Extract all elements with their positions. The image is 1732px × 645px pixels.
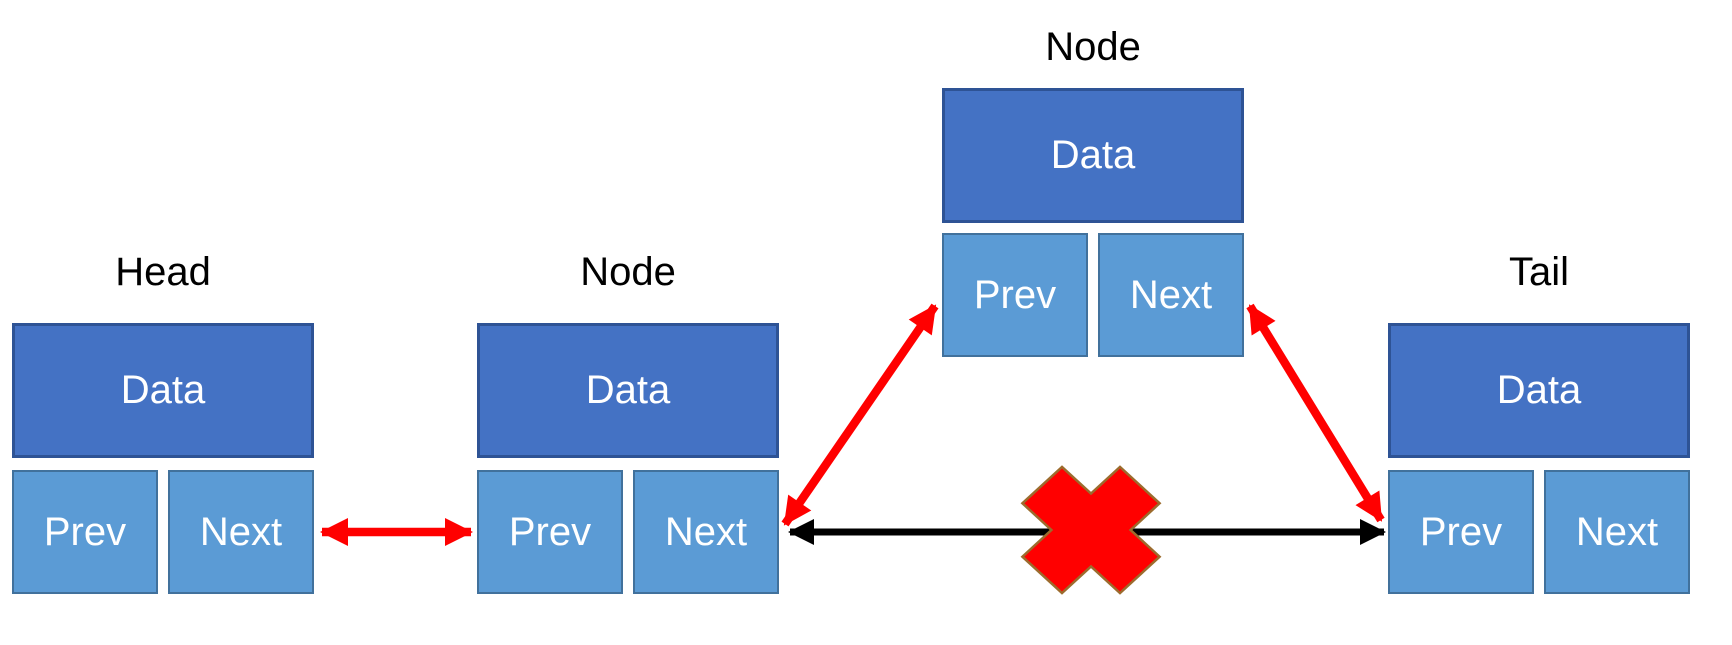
prev-box: Prev bbox=[1388, 470, 1534, 594]
data-box: Data bbox=[12, 323, 314, 458]
data-box: Data bbox=[477, 323, 779, 458]
node-title: Node bbox=[580, 250, 676, 294]
new-link-arrow-inserted-to-tail bbox=[1246, 303, 1385, 523]
node-title: Node bbox=[1045, 25, 1141, 69]
prev-box: Prev bbox=[942, 233, 1088, 357]
prev-box: Prev bbox=[477, 470, 623, 594]
node-title: Head bbox=[115, 250, 211, 294]
new-link-arrow-node-to-inserted bbox=[781, 303, 939, 527]
broken-link-x-icon bbox=[1020, 465, 1162, 595]
next-box: Next bbox=[1544, 470, 1690, 594]
next-box: Next bbox=[168, 470, 314, 594]
next-box: Next bbox=[633, 470, 779, 594]
data-box: Data bbox=[942, 88, 1244, 223]
data-box: Data bbox=[1388, 323, 1690, 458]
node-title: Tail bbox=[1508, 250, 1570, 294]
next-box: Next bbox=[1098, 233, 1244, 357]
prev-box: Prev bbox=[12, 470, 158, 594]
